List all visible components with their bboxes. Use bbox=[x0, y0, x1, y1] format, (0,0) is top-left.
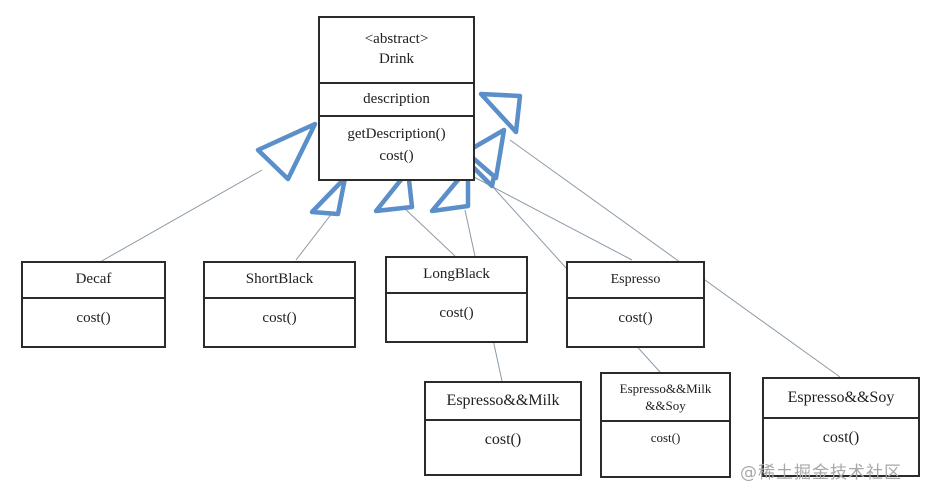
uml-class-espresso-name: Espresso bbox=[610, 271, 661, 287]
uml-class-espresso[interactable]: Espresso cost() bbox=[566, 261, 705, 348]
uml-class-espresso-soy-name: Espresso&&Soy bbox=[787, 389, 895, 407]
uml-class-decaf-operations: cost() bbox=[23, 299, 164, 346]
uml-class-espresso-milk-operations: cost() bbox=[426, 421, 580, 474]
uml-class-espresso-title: Espresso bbox=[568, 263, 703, 299]
uml-class-decaf-title: Decaf bbox=[23, 263, 164, 299]
uml-operation-cost: cost() bbox=[76, 310, 111, 326]
edge-espresso-to-drink bbox=[471, 175, 633, 261]
uml-operation-cost: cost() bbox=[439, 305, 474, 321]
uml-class-longblack-title: LongBlack bbox=[387, 258, 526, 294]
uml-class-espresso-milk-soy-name-line2: &&Soy bbox=[645, 398, 686, 413]
uml-class-espresso-milk-soy-title: Espresso&&Milk &&Soy bbox=[602, 374, 729, 422]
edge-longblack-to-drink bbox=[401, 205, 456, 257]
edge-shortblack-to-drink bbox=[295, 207, 337, 261]
uml-class-decaf[interactable]: Decaf cost() bbox=[21, 261, 166, 348]
edge-decaf-to-drink bbox=[99, 169, 263, 263]
uml-class-longblack-operations: cost() bbox=[387, 294, 526, 341]
uml-class-drink-operations: getDescription() cost() bbox=[320, 117, 473, 179]
uml-operation-cost: cost() bbox=[650, 430, 681, 445]
uml-class-espresso-soy[interactable]: Espresso&&Soy cost() bbox=[762, 377, 920, 477]
generalization-arrowhead-espressosoy bbox=[478, 91, 523, 135]
uml-class-espresso-milk-soy[interactable]: Espresso&&Milk &&Soy cost() bbox=[600, 372, 731, 478]
uml-class-drink[interactable]: <abstract> Drink description getDescript… bbox=[318, 16, 475, 181]
uml-class-shortblack-name: ShortBlack bbox=[245, 271, 314, 288]
uml-class-espresso-soy-operations: cost() bbox=[764, 419, 918, 475]
uml-class-espresso-milk[interactable]: Espresso&&Milk cost() bbox=[424, 381, 582, 476]
uml-class-espresso-milk-soy-name-line1: Espresso&&Milk bbox=[619, 380, 712, 396]
generalization-arrowhead-decaf bbox=[255, 121, 318, 182]
uml-class-drink-title: <abstract> Drink bbox=[320, 18, 473, 84]
uml-operation-cost: cost() bbox=[618, 310, 653, 326]
uml-class-espresso-milk-name: Espresso&&Milk bbox=[446, 392, 560, 410]
uml-operation-cost: cost() bbox=[379, 147, 414, 164]
uml-class-espresso-soy-title: Espresso&&Soy bbox=[764, 379, 918, 419]
uml-class-shortblack-title: ShortBlack bbox=[205, 263, 354, 299]
uml-class-decaf-name: Decaf bbox=[75, 271, 112, 288]
watermark-text: @稀土掘金技术社区 bbox=[740, 463, 902, 483]
uml-class-longblack[interactable]: LongBlack cost() bbox=[385, 256, 528, 343]
uml-class-shortblack[interactable]: ShortBlack cost() bbox=[203, 261, 356, 348]
uml-operation-getdescription: getDescription() bbox=[347, 126, 446, 142]
uml-class-shortblack-operations: cost() bbox=[205, 299, 354, 346]
uml-operation-cost: cost() bbox=[262, 310, 297, 326]
uml-class-espresso-milk-title: Espresso&&Milk bbox=[426, 383, 580, 421]
uml-class-espresso-milk-soy-operations: cost() bbox=[602, 422, 729, 476]
uml-class-drink-stereotype: <abstract> bbox=[364, 31, 429, 48]
uml-attribute-description: description bbox=[363, 91, 430, 107]
uml-class-drink-name: Drink bbox=[379, 51, 414, 67]
uml-class-longblack-name: LongBlack bbox=[423, 266, 490, 283]
uml-operation-cost: cost() bbox=[822, 429, 860, 446]
uml-class-espresso-operations: cost() bbox=[568, 299, 703, 346]
uml-operation-cost: cost() bbox=[484, 431, 522, 448]
uml-class-drink-attributes: description bbox=[320, 84, 473, 117]
generalization-arrowhead-shortblack bbox=[309, 175, 348, 217]
